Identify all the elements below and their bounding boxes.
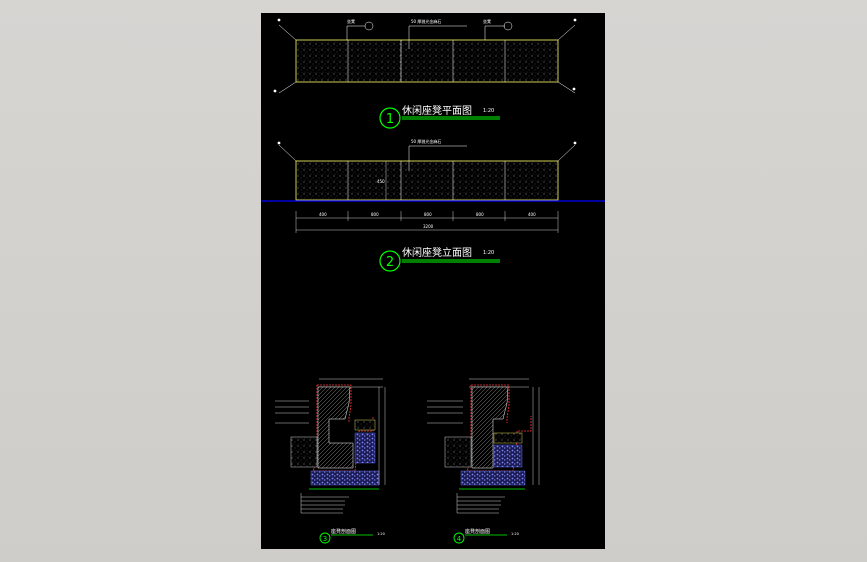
elevation-title-badge — [379, 250, 401, 272]
plan-callout-mid: 50 厚抛光金麻石 — [411, 18, 441, 24]
section3-gravel-right — [354, 432, 376, 464]
plan-title-badge — [379, 107, 401, 129]
section4-cap — [493, 432, 523, 444]
section3-right-dims — [378, 387, 386, 485]
section3-badge-number: 3 — [323, 535, 327, 543]
section4-badge — [453, 532, 465, 544]
plan-view: 坐凳 50 厚抛光金麻石 坐凳 1 休闲座凳平面图 1:20 — [273, 18, 577, 129]
elevation-dim-ticks — [295, 211, 559, 233]
section4-bottom-leaders — [456, 493, 505, 514]
plan-detail-bubble-right — [503, 21, 513, 31]
plan-callout-right: 坐凳 — [483, 18, 491, 24]
section4-top-dims — [469, 378, 529, 388]
section4-badge-number: 4 — [457, 535, 462, 543]
plan-marker-br — [572, 87, 576, 91]
section3-paving-left — [290, 436, 318, 468]
elevation-joints — [347, 161, 506, 200]
section4-gravel-base — [460, 470, 526, 486]
elevation-dim-3: 800 — [424, 212, 432, 217]
drawing-sheet[interactable]: 坐凳 50 厚抛光金麻石 坐凳 1 休闲座凳平面图 1:20 50 厚抛光金麻石 — [261, 13, 605, 549]
plan-marker-bl — [273, 89, 277, 93]
elevation-dim-lines — [296, 217, 558, 231]
section-view-3: 3 座凳剖面图 1:20 — [275, 378, 386, 544]
section3-badge — [319, 532, 331, 544]
elevation-leader — [408, 145, 467, 171]
elevation-bench-outline — [295, 160, 559, 201]
plan-leader-mid — [408, 25, 467, 49]
section4-left-leaders — [427, 400, 463, 424]
elevation-dim-1: 400 — [319, 212, 327, 217]
section3-scale: 1:20 — [377, 532, 385, 536]
plan-marker-tl — [277, 18, 281, 22]
elevation-dim-2: 800 — [371, 212, 379, 217]
elevation-badge-number: 2 — [386, 255, 394, 270]
section-view-4: 4 座凳剖面图 1:20 — [427, 378, 540, 544]
plan-callout-left: 坐凳 — [347, 18, 355, 24]
plan-scale: 1:20 — [483, 108, 494, 114]
elevation-dim-4: 800 — [476, 212, 484, 217]
elevation-callout-mid: 50 厚抛光金麻石 — [411, 138, 441, 144]
plan-detail-bubble-left — [364, 21, 374, 31]
plan-marker-tr — [573, 18, 577, 22]
elevation-total-dim: 3200 — [423, 224, 434, 229]
plan-leader-left — [346, 25, 365, 40]
plan-badge-number: 1 — [386, 112, 394, 127]
plan-bench-outline — [295, 39, 559, 83]
section3-left-leaders — [275, 400, 309, 424]
section3-concrete — [317, 386, 354, 469]
plan-title: 休闲座凳平面图 — [402, 104, 472, 117]
elevation-dim-5: 400 — [528, 212, 536, 217]
drawing-canvas[interactable]: 坐凳 50 厚抛光金麻石 坐凳 1 休闲座凳平面图 1:20 50 厚抛光金麻石 — [261, 13, 605, 549]
section4-gravel-right — [493, 444, 523, 468]
elevation-view: 50 厚抛光金麻石 450 400 800 800 800 400 3200 2… — [261, 138, 605, 272]
elevation-marker-left — [277, 141, 281, 145]
elevation-marker-right — [573, 141, 577, 145]
section4-right-dims — [532, 387, 540, 485]
section3-cap — [354, 419, 376, 431]
elevation-title-underline — [402, 259, 500, 263]
section4-scale: 1:20 — [511, 532, 519, 536]
plan-leader-right — [484, 25, 505, 40]
section3-bottom-leaders — [300, 493, 349, 514]
section4-title: 座凳剖面图 — [465, 528, 490, 535]
section3-gravel-base — [310, 470, 380, 486]
elevation-break-lines — [278, 144, 576, 162]
elevation-height-dim: 450 — [377, 179, 385, 184]
section4-paving-left — [444, 436, 472, 468]
elevation-scale: 1:20 — [483, 250, 494, 256]
plan-break-lines — [278, 24, 576, 94]
section4-concrete — [471, 386, 509, 469]
elevation-title: 休闲座凳立面图 — [402, 246, 472, 259]
section3-title: 座凳剖面图 — [331, 528, 356, 535]
plan-title-underline — [402, 116, 500, 120]
